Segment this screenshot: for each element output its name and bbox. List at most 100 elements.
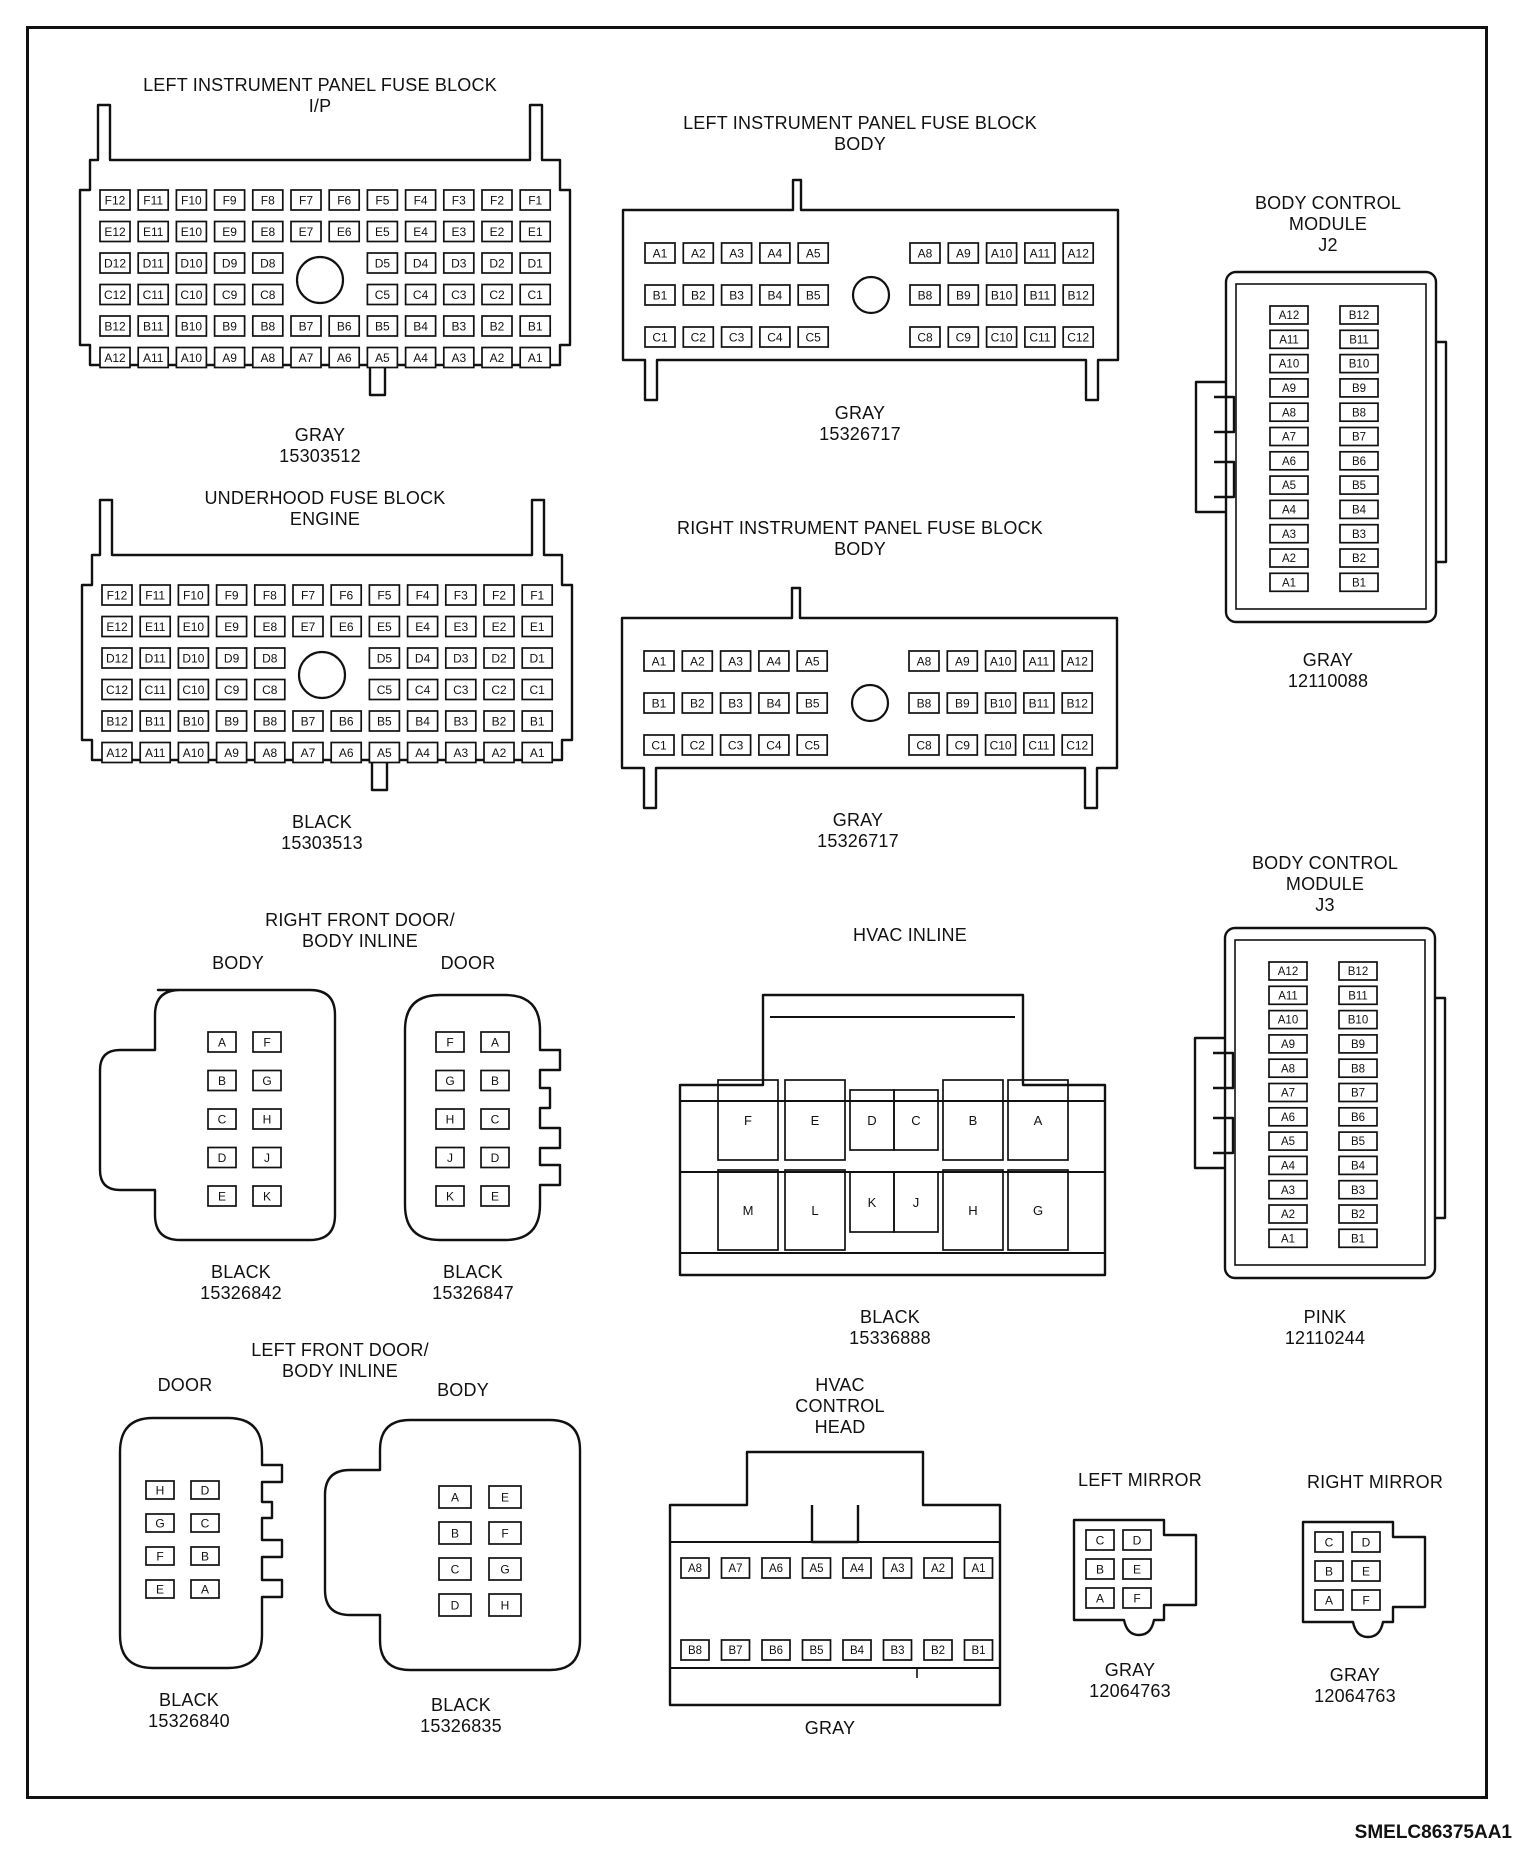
pin-label: C10: [991, 330, 1013, 344]
pin-cavity: [681, 734, 714, 756]
pin-cavity: [442, 189, 475, 211]
pin-cavity: [177, 678, 210, 701]
pin-label: B5: [377, 714, 392, 728]
pin-cavity: [406, 615, 439, 638]
pin-cavity: [251, 220, 284, 243]
bcm-j2-title-line3: J2: [1318, 235, 1338, 255]
pin-cavity: [328, 220, 361, 243]
pin-label: A3: [1281, 1185, 1295, 1197]
lip-ip-title-line1: LEFT INSTRUMENT PANEL FUSE BLOCK: [143, 75, 497, 95]
pin-cavity: [101, 678, 133, 701]
bcm-j2-title-line1: BODY CONTROL: [1254, 193, 1402, 213]
pin-label: F6: [337, 193, 351, 207]
pin-cavity: [1122, 1587, 1152, 1609]
pin-label: D: [218, 1151, 227, 1165]
pin-cavity: [1338, 1082, 1378, 1103]
pin-label: F12: [107, 588, 128, 602]
pin-label: B8: [262, 714, 277, 728]
pin-label: A4: [413, 351, 428, 365]
uh-engine-color: BLACK: [291, 812, 353, 832]
pin-cavity: [947, 242, 980, 264]
pin-cavity: [1024, 242, 1056, 264]
pin-cavity: [137, 189, 170, 211]
pin-label: B10: [183, 714, 205, 728]
pin-label: E: [156, 1582, 164, 1596]
pin-label: A1: [653, 246, 668, 260]
pin-label: G: [155, 1516, 164, 1530]
pin-cavity: [290, 189, 322, 211]
pin-label: D: [201, 1483, 210, 1497]
pin-cavity: [101, 710, 133, 732]
pin-cavity: [488, 1485, 522, 1509]
pin-label: F1: [530, 588, 544, 602]
pin-cavity: [758, 734, 790, 756]
pin-label: C1: [530, 683, 546, 697]
pin-cavity: [215, 678, 248, 701]
lip-body-title-line1: LEFT INSTRUMENT PANEL FUSE BLOCK: [683, 113, 1037, 133]
pin-cavity: [330, 584, 363, 606]
pin-cavity: [1269, 329, 1309, 350]
pin-label: C8: [917, 330, 933, 344]
lip-ip-title: LEFT INSTRUMENT PANEL FUSE BLOCK I/P: [120, 75, 520, 117]
pin-cavity: [717, 1169, 779, 1251]
pin-label: A4: [767, 654, 782, 668]
pin-cavity: [368, 615, 401, 638]
pin-label: E12: [104, 225, 126, 239]
pin-cavity: [796, 734, 829, 756]
pin-cavity: [215, 710, 248, 732]
pin-label: B3: [451, 319, 466, 333]
pin-cavity: [99, 220, 131, 243]
pin-cavity: [139, 741, 172, 764]
right-mirror-title-line1: RIGHT MIRROR: [1306, 1472, 1444, 1492]
pin-cavity: [759, 326, 791, 348]
pin-label: C5: [375, 288, 391, 302]
pin-label: E4: [415, 620, 430, 634]
pin-label: B8: [918, 288, 933, 302]
pin-label: D2: [489, 256, 505, 270]
pin-label: C2: [690, 738, 706, 752]
pin-label: A6: [337, 351, 352, 365]
pin-label: E: [1362, 1564, 1370, 1578]
pin-cavity: [1351, 1531, 1381, 1553]
lfd-title-line2: BODY INLINE: [282, 1361, 398, 1381]
pin-label: A8: [918, 246, 933, 260]
pin-label: G: [445, 1074, 454, 1088]
latch-detail: [1213, 1051, 1235, 1155]
pin-label: F6: [339, 588, 353, 602]
pin-label: E: [501, 1490, 509, 1504]
pin-cavity: [175, 346, 208, 369]
pin-cavity: [1268, 961, 1308, 981]
pin-cavity: [442, 283, 475, 306]
pin-cavity: [1269, 475, 1309, 495]
pin-cavity: [483, 584, 515, 606]
pin-cavity: [923, 1639, 953, 1661]
pin-label: A3: [451, 351, 466, 365]
pin-cavity: [717, 1079, 779, 1161]
bcm-j2-title-line2: MODULE: [1288, 214, 1368, 234]
pin-cavity: [368, 710, 401, 732]
pin-label: D: [451, 1598, 460, 1612]
pin-cavity: [368, 584, 401, 606]
rip-body-color: GRAY: [832, 810, 884, 830]
pin-cavity: [481, 315, 513, 337]
pin-cavity: [137, 283, 170, 306]
pin-label: K: [446, 1189, 454, 1203]
pin-label: A8: [688, 1563, 702, 1575]
lock-tab: [1194, 380, 1226, 514]
pin-label: C: [491, 1112, 500, 1126]
pin-label: A8: [262, 746, 277, 760]
pin-cavity: [481, 252, 513, 274]
pin-cavity: [893, 1171, 939, 1233]
pin-cavity: [1339, 305, 1379, 325]
pin-label: C5: [377, 683, 393, 697]
uh-engine-title-line1: UNDERHOOD FUSE BLOCK: [204, 488, 446, 508]
pin-label: C5: [806, 330, 822, 344]
pin-label: B11: [1030, 288, 1051, 302]
pin-cavity: [719, 692, 752, 714]
pin-label: E3: [451, 225, 466, 239]
pin-cavity: [404, 189, 437, 211]
pin-label: B4: [1351, 1161, 1366, 1173]
pin-cavity: [985, 326, 1018, 348]
pin-cavity: [1268, 985, 1308, 1006]
